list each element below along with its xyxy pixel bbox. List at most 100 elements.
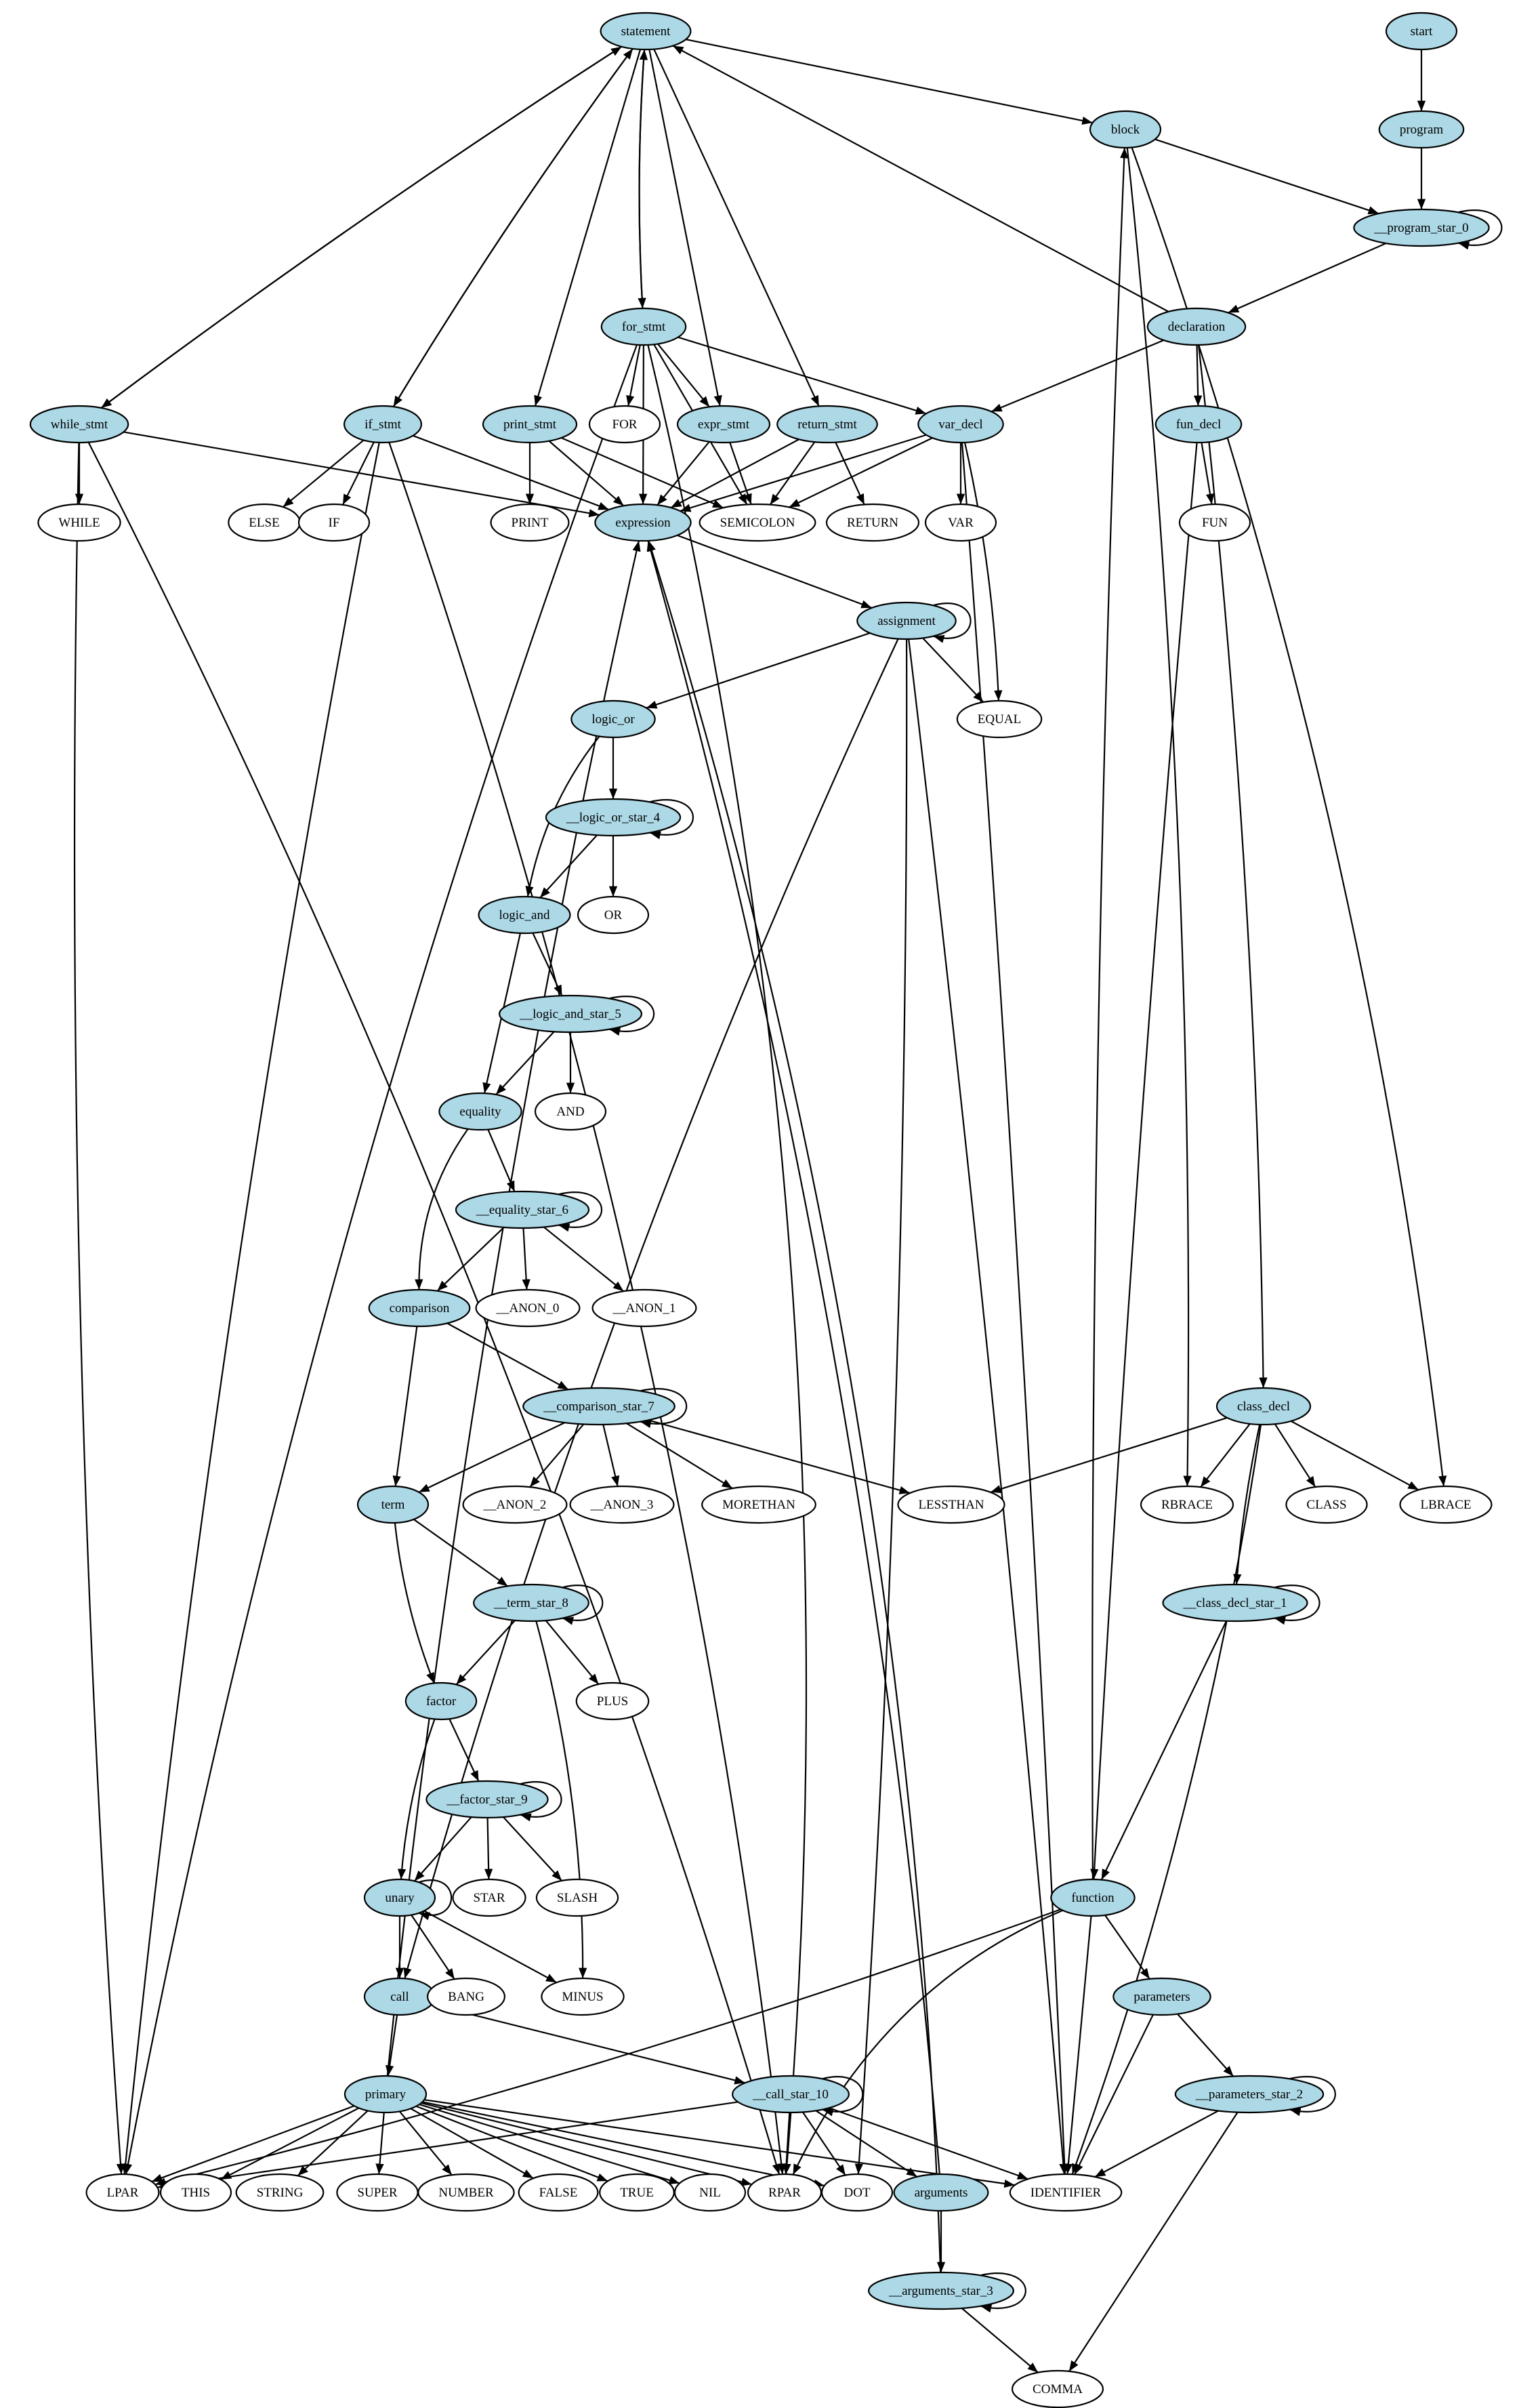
node-function: function (1050, 1878, 1136, 1917)
node-IF: IF (297, 503, 371, 542)
edge-unary-to-MINUS (423, 1910, 557, 1984)
edge-comparison_star_7-to-ANON_2 (529, 1423, 585, 1488)
node-declaration: declaration (1146, 307, 1247, 346)
edge-declaration-to-class_decl (1197, 344, 1268, 1389)
node-label: DOT (844, 2186, 870, 2200)
edge-declaration-to-var_decl (991, 340, 1165, 413)
node-label: __arguments_star_3 (888, 2284, 993, 2298)
edge-function-to-LPAR (154, 1909, 1061, 2186)
node-ellipse (599, 2173, 675, 2212)
edge-declaration-to-fun_decl (1193, 344, 1203, 407)
edge-logic_and_star_5-to-logic_and_star_5 (609, 996, 654, 1036)
node-label: AND (556, 1105, 584, 1119)
edge-call_star_10-to-LPAR (157, 2101, 738, 2190)
node-ellipse (404, 1681, 478, 1721)
edge-if_stmt-to-LPAR (121, 442, 380, 2175)
node-label: MINUS (562, 1990, 603, 2004)
edge-for_stmt-to-statement (638, 49, 648, 309)
edge-assignment-to-EQUAL (922, 637, 984, 703)
node-label: FUN (1202, 516, 1228, 530)
node-label: call (390, 1990, 409, 2004)
node-label: logic_and (499, 908, 550, 922)
node-WHILE: WHILE (37, 503, 121, 542)
edge-if_stmt-to-statement (392, 48, 633, 407)
node-label: THIS (182, 2186, 210, 2200)
node-ellipse (569, 1485, 675, 1524)
node-ellipse (29, 405, 129, 444)
node-label: SEMICOLON (720, 516, 795, 530)
node-ellipse (541, 1977, 625, 2016)
edge-primary-to-NIL (419, 2104, 680, 2184)
edge-call-to-primary (386, 2014, 398, 2077)
edge-var_decl-to-SEMICOLON (789, 437, 933, 508)
node-RPAR: RPAR (747, 2173, 823, 2212)
node-expression: expression (594, 503, 692, 542)
edge-while_stmt-to-LPAR (73, 442, 125, 2175)
edge-if_stmt-to-expression (413, 434, 610, 511)
node-ellipse (518, 2173, 599, 2212)
node-ellipse (825, 503, 920, 542)
edge-arguments_star_3-to-arguments_star_3 (980, 2272, 1026, 2313)
node-label: __factor_star_9 (446, 1793, 527, 1807)
node-label: declaration (1168, 320, 1226, 334)
node-label: __term_star_8 (493, 1596, 568, 1610)
node-ellipse (1011, 2369, 1104, 2408)
edge-call_star_10-to-RPAR (782, 2112, 791, 2175)
node-ellipse (475, 1288, 581, 1328)
node-LPAR: LPAR (85, 2173, 160, 2212)
node-logic_and_star_5: __logic_and_star_5 (498, 994, 643, 1034)
node-ellipse (600, 12, 692, 51)
node-ellipse (534, 1092, 607, 1131)
edge-factor_star_9-to-factor_star_9 (520, 1781, 562, 1822)
edge-unary-to-BANG (411, 1914, 455, 1980)
edge-for_stmt-to-FOR (626, 344, 641, 407)
node-RETURN: RETURN (825, 503, 920, 542)
node-label: RBRACE (1161, 1498, 1213, 1512)
edge-term-to-factor (394, 1522, 435, 1683)
node-label: arguments (915, 2186, 968, 2200)
edge-parameters_star_2-to-IDENTIFIER (1094, 2110, 1219, 2178)
node-SEMICOLON: SEMICOLON (699, 503, 816, 542)
node-TRUE: TRUE (599, 2173, 675, 2212)
edge-primary-to-DOT (422, 2101, 825, 2188)
node-ellipse (417, 2173, 515, 2212)
edge-expr_stmt-to-SEMICOLON (729, 442, 752, 505)
node-label: print_stmt (503, 417, 557, 432)
edge-block-to-program_star_0 (1154, 138, 1379, 215)
node-AND: AND (534, 1092, 607, 1131)
edge-statement-to-return_stmt (653, 49, 820, 407)
node-ellipse (701, 1485, 816, 1524)
node-ellipse (1089, 110, 1162, 149)
edge-equality_star_6-to-ANON_0 (522, 1227, 530, 1290)
edge-for_stmt-to-var_decl (678, 336, 927, 415)
node-term: term (356, 1485, 430, 1524)
node-ellipse (1385, 12, 1458, 51)
node-LBRACE: LBRACE (1399, 1485, 1493, 1524)
node-ellipse (545, 798, 682, 837)
edge-primary-to-NUMBER (398, 2110, 453, 2176)
edge-class_decl_star_1-to-function (1100, 1620, 1228, 1881)
node-label: MORETHAN (722, 1498, 795, 1512)
node-while_stmt: while_stmt (29, 405, 129, 444)
node-RBRACE: RBRACE (1140, 1485, 1234, 1524)
edge-primary-to-STRING (297, 2110, 369, 2177)
node-fun_decl: fun_decl (1154, 405, 1243, 444)
node-ellipse (820, 2173, 894, 2212)
node-label: OR (604, 908, 623, 922)
node-label: return_stmt (797, 417, 857, 432)
edge-fun_decl-to-function (1090, 442, 1198, 1880)
node-if_stmt: if_stmt (343, 405, 423, 444)
node-label: RPAR (768, 2186, 801, 2200)
node-label: expr_stmt (698, 417, 750, 432)
node-logic_or: logic_or (570, 699, 656, 739)
node-SUPER: SUPER (336, 2173, 419, 2212)
node-logic_or_star_4: __logic_or_star_4 (545, 798, 682, 837)
node-comparison_star_7: __comparison_star_7 (522, 1387, 675, 1426)
edge-comparison-to-comparison_star_7 (446, 1322, 569, 1391)
edge-print_stmt-to-expression (548, 440, 625, 507)
edge-function-to-RPAR (792, 1909, 1063, 2176)
edge-logic_or_star_4-to-logic_or_star_4 (650, 799, 694, 840)
edge-equality_star_6-to-comparison (436, 1227, 505, 1292)
edge-expr_stmt-to-expression (657, 441, 710, 506)
